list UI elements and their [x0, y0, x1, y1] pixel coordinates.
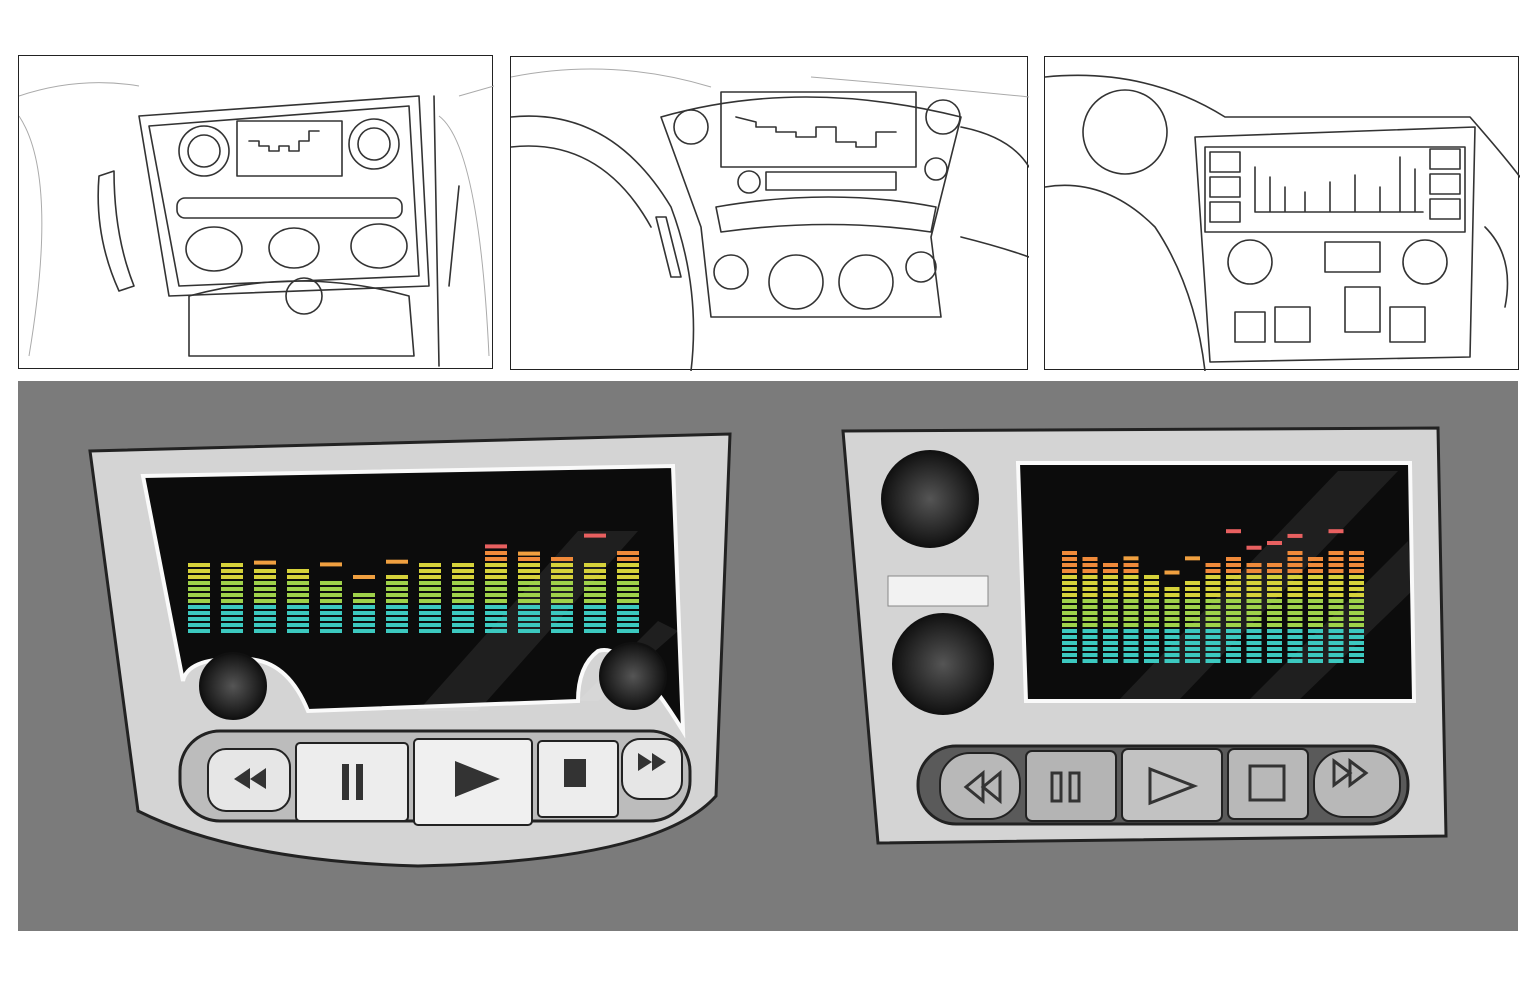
tuning-knob[interactable]: [892, 613, 994, 715]
play-button[interactable]: [1121, 748, 1223, 822]
rewind-button[interactable]: [207, 748, 291, 812]
pause-button[interactable]: [1025, 750, 1117, 822]
eq-peak: [1328, 529, 1344, 534]
eq-bar: [551, 557, 573, 633]
fast-forward-icon: [1332, 758, 1369, 788]
eq-bar: [419, 563, 441, 633]
rewind-button[interactable]: [939, 752, 1021, 820]
eq-peak: [254, 560, 276, 565]
eq-bar: [1328, 551, 1344, 663]
pause-button[interactable]: [295, 742, 409, 822]
eq-bar: [1349, 551, 1364, 663]
rewind-icon: [234, 768, 266, 789]
eq-peak: [1267, 541, 1282, 545]
eq-bar: [518, 557, 540, 633]
stop-icon: [564, 759, 586, 787]
eq-peak: [518, 551, 540, 556]
sketch-drawing: [19, 82, 494, 367]
sketch-drawing: [1045, 74, 1520, 371]
eq-peak: [584, 533, 606, 538]
eq-bar: [452, 563, 474, 633]
eq-bar: [1185, 581, 1200, 663]
sketch-drawing: [511, 68, 1029, 371]
eq-peak: [1164, 570, 1180, 575]
eq-bar: [617, 551, 639, 633]
eq-peak: [320, 562, 342, 567]
fast-forward-button[interactable]: [621, 738, 683, 800]
eq-bar: [1144, 575, 1159, 663]
rewind-icon: [963, 769, 1002, 805]
display-label-slot: [887, 575, 989, 607]
stop-icon: [1248, 764, 1286, 802]
eq-peak: [1246, 545, 1262, 550]
eq-bar: [1308, 557, 1323, 663]
render-backdrop: [18, 381, 1518, 931]
eq-peak: [485, 544, 507, 549]
play-icon: [1148, 766, 1199, 806]
eq-bar: [1226, 557, 1241, 663]
tuning-knob[interactable]: [599, 642, 667, 710]
eq-bar: [584, 563, 606, 633]
eq-bar: [485, 551, 507, 633]
eq-bar: [1205, 563, 1221, 663]
stereo-concept-a: [88, 432, 732, 868]
equalizer-a: [188, 533, 639, 633]
pause-icon: [1050, 771, 1063, 803]
eq-bar: [188, 563, 210, 633]
eq-peak: [1226, 529, 1241, 534]
eq-bar: [1267, 563, 1282, 663]
dashboard-sketch-2: [510, 56, 1029, 371]
dashboard-sketch-1: [18, 55, 494, 369]
eq-bar: [1164, 587, 1180, 663]
equalizer-b: [1062, 529, 1364, 663]
eq-bar: [320, 581, 342, 633]
eq-bar: [1062, 551, 1077, 663]
eq-bar: [1082, 557, 1098, 663]
eq-bar: [1103, 563, 1118, 663]
eq-bar: [287, 569, 309, 633]
play-button[interactable]: [413, 738, 533, 826]
eq-peak: [1287, 533, 1303, 538]
eq-peak: [353, 575, 375, 579]
fast-forward-button[interactable]: [1313, 750, 1401, 818]
eq-bar: [1123, 563, 1139, 663]
pause-icon: [342, 764, 349, 800]
eq-bar: [1246, 563, 1262, 663]
stereo-renders: [88, 426, 1448, 868]
eq-peak: [386, 559, 408, 564]
eq-peak: [1185, 556, 1200, 561]
eq-peak: [1123, 556, 1139, 561]
eq-bar: [254, 569, 276, 633]
dashboard-sketch-3: [1044, 56, 1520, 371]
eq-bar: [353, 593, 375, 633]
stereo-concept-b: [841, 426, 1448, 845]
eq-bar: [386, 575, 408, 633]
fast-forward-icon: [638, 753, 666, 771]
eq-bar: [1287, 551, 1303, 663]
volume-knob[interactable]: [199, 652, 267, 720]
stop-button[interactable]: [1227, 748, 1309, 820]
volume-knob[interactable]: [881, 450, 979, 548]
play-icon: [455, 761, 500, 797]
stop-button[interactable]: [537, 740, 619, 818]
eq-bar: [221, 563, 243, 633]
